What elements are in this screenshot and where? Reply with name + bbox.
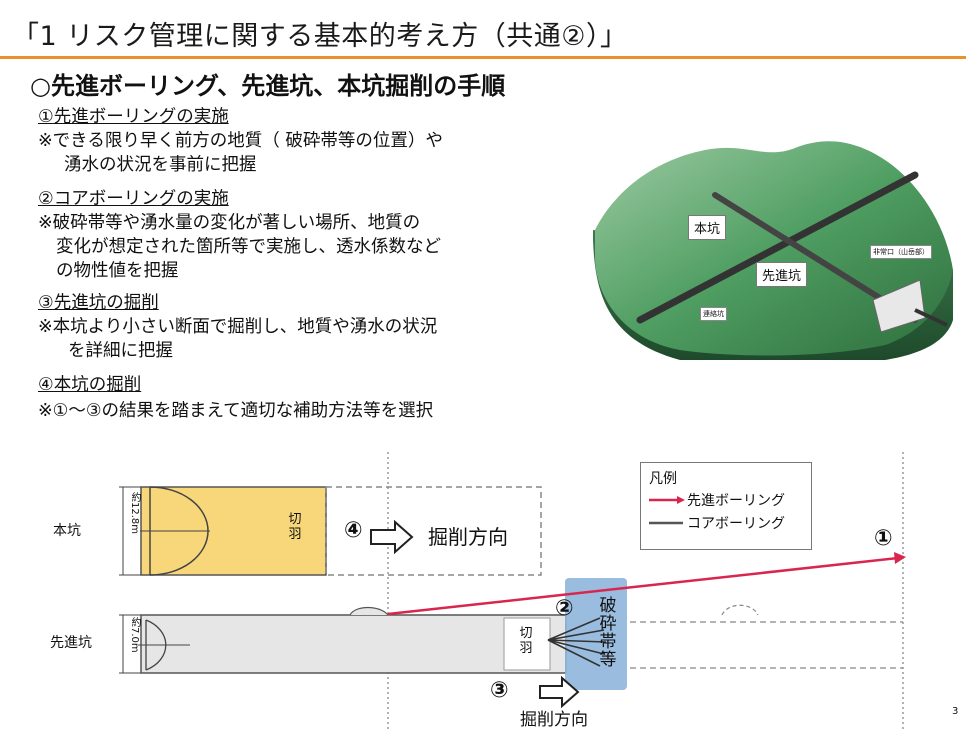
legend-item-advance-boring: 先進ボーリング: [649, 490, 785, 510]
advance-boring-arrowhead: [894, 552, 906, 564]
fracture-zone-label: 破砕帯等: [599, 596, 617, 670]
step-3-note-1: ※本坑より小さい断面で掘削し、地質や湧水の状況: [38, 317, 438, 337]
step-3-label: ③先進坑の掘削: [38, 293, 159, 313]
main-excavation-arrow: [370, 519, 414, 555]
pilot-tunnel-dimension: 約7.0m: [129, 617, 140, 653]
tunnel-illustration: [593, 141, 953, 360]
step-3-note-2: を詳細に把握: [68, 341, 173, 361]
step-1-note-2: 湧水の状況を事前に把握: [64, 155, 257, 175]
pilot-excavation-arrow: [539, 675, 580, 709]
illustration-pilot-tunnel-label: 先進坑: [756, 262, 808, 287]
main-tunnel-label: 本坑: [53, 523, 81, 539]
core-borings: [547, 617, 607, 667]
pilot-tunnel-label: 先進坑: [50, 635, 92, 651]
slide-title: 「1 リスク管理に関する基本的考え方（共通②）」: [12, 21, 628, 52]
legend-item-label: コアボーリング: [687, 516, 785, 532]
step-1-label: ①先進ボーリングの実施: [38, 107, 229, 127]
main-excavation-direction: 掘削方向: [428, 525, 508, 549]
marker-4: ④: [344, 518, 363, 543]
marker-3: ③: [490, 678, 509, 703]
step-4-note-1: ※①～③の結果を踏まえて適切な補助方法等を選択: [38, 401, 434, 421]
step-1-note-1: ※できる限り早く前方の地質（ 破砕帯等の位置）や: [38, 131, 443, 151]
legend-item-label: 先進ボーリング: [687, 493, 785, 509]
step-4-label: ④本坑の掘削: [38, 375, 142, 395]
step-2-note-3: の物性値を把握: [56, 261, 179, 281]
pilot-excavation-direction: 掘削方向: [520, 710, 588, 730]
advance-boring-line: [387, 556, 899, 616]
step-2-label: ②コアボーリングの実施: [38, 189, 229, 209]
page-number: 3: [952, 706, 959, 717]
illustration-small-label: 連絡坑: [700, 307, 727, 321]
excavation-diagram: [119, 452, 906, 729]
marker-1: ①: [874, 526, 893, 551]
step-2-note-2: 変化が想定された箇所等で実施し、透水係数など: [56, 237, 441, 257]
main-tunnel-future: [325, 486, 542, 576]
step-2-note-1: ※破砕帯等や湧水量の変化が著しい場所、地質の: [38, 213, 421, 233]
title-underline: [0, 56, 966, 59]
section-heading: ○先進ボーリング、先進坑、本坑掘削の手順: [30, 72, 506, 100]
gray-line-icon: [649, 521, 683, 525]
illustration-main-tunnel-label: 本坑: [688, 215, 727, 240]
main-tunnel-face-label: 切羽: [288, 512, 302, 542]
portal-rail: [914, 308, 948, 327]
pilot-tunnel-rect: [140, 614, 567, 674]
legend: 凡例 先進ボーリング コアボーリング: [640, 462, 812, 550]
legend-item-core-boring: コアボーリング: [649, 513, 785, 533]
pilot-tunnel-face-label: 切羽: [519, 626, 533, 656]
illustration-emergency-exit-label: 非常口（山岳部）: [870, 245, 932, 259]
main-tunnel-dimension: 約12.8m: [129, 492, 140, 535]
pilot-future-bump: [721, 604, 759, 616]
marker-2: ②: [555, 596, 574, 621]
pilot-face-block: [503, 617, 551, 671]
main-tunnel-line: [636, 171, 919, 324]
legend-title: 凡例: [649, 471, 677, 487]
fracture-zone: [565, 578, 627, 690]
red-arrow-icon: [649, 496, 685, 504]
portal-structure: [872, 279, 926, 333]
pilot-tunnel-bump: [349, 606, 389, 616]
